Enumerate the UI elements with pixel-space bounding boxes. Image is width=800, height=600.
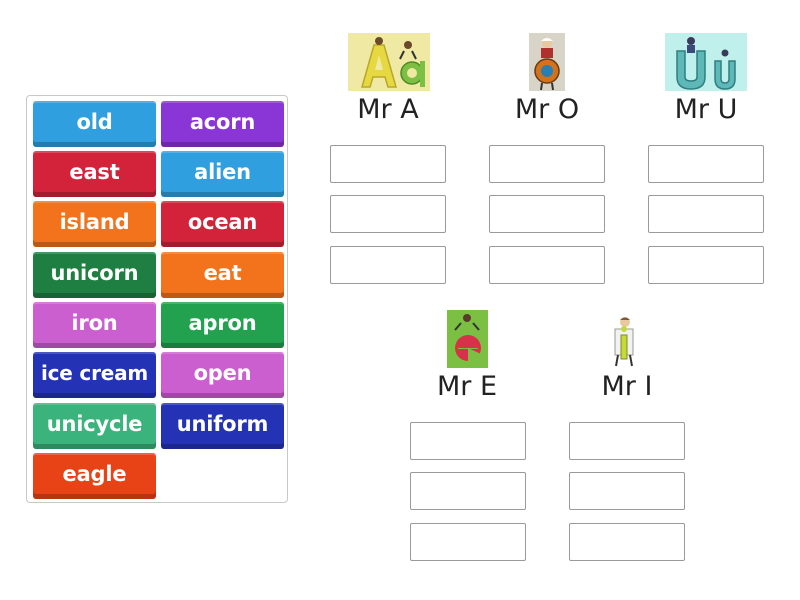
- word-tile-eagle[interactable]: eagle: [33, 453, 156, 499]
- drop-slot[interactable]: [569, 523, 685, 561]
- word-tile-island[interactable]: island: [33, 201, 156, 247]
- word-tile-unicorn[interactable]: unicorn: [33, 252, 156, 298]
- drop-slot[interactable]: [330, 246, 446, 284]
- drop-slot[interactable]: [410, 472, 526, 510]
- drop-slot[interactable]: [410, 422, 526, 460]
- word-tile-label: unicycle: [46, 412, 143, 436]
- category-title-mr-a: Mr A: [357, 94, 419, 125]
- word-tile-eat[interactable]: eat: [161, 252, 284, 298]
- letter-u-character-icon: [665, 33, 747, 91]
- word-tile-label: island: [59, 210, 130, 234]
- word-tile-iron[interactable]: iron: [33, 302, 156, 348]
- category-title-mr-i: Mr I: [601, 371, 653, 402]
- word-tile-label: unicorn: [50, 261, 139, 285]
- letter-a-character-icon: [348, 33, 430, 91]
- word-tile-label: eagle: [62, 462, 127, 486]
- word-tile-label: ocean: [187, 210, 258, 234]
- category-title-mr-e: Mr E: [436, 371, 498, 402]
- category-title-mr-u: Mr U: [674, 94, 738, 125]
- word-tile-ice-cream[interactable]: ice cream: [33, 352, 156, 398]
- word-tile-label: old: [76, 110, 113, 134]
- drop-slot[interactable]: [489, 246, 605, 284]
- drop-slot[interactable]: [410, 523, 526, 561]
- drop-slot[interactable]: [330, 195, 446, 233]
- letter-i-character-icon: [606, 315, 642, 367]
- drop-slot[interactable]: [569, 472, 685, 510]
- word-tile-label: eat: [203, 261, 242, 285]
- word-tile-old[interactable]: old: [33, 101, 156, 147]
- word-tile-label: acorn: [189, 110, 256, 134]
- word-tile-label: open: [193, 361, 252, 385]
- word-tile-label: east: [69, 160, 120, 184]
- drop-slot[interactable]: [648, 145, 764, 183]
- word-tile-label: uniform: [176, 412, 269, 436]
- word-tile-acorn[interactable]: acorn: [161, 101, 284, 147]
- word-tile-apron[interactable]: apron: [161, 302, 284, 348]
- word-tile-label: iron: [71, 311, 118, 335]
- drop-slot[interactable]: [648, 246, 764, 284]
- word-bank: old acorn east alien island ocean unicor…: [26, 95, 288, 503]
- letter-o-character-icon: [529, 33, 565, 91]
- drop-slot[interactable]: [489, 145, 605, 183]
- word-tile-ocean[interactable]: ocean: [161, 201, 284, 247]
- word-tile-open[interactable]: open: [161, 352, 284, 398]
- word-tile-east[interactable]: east: [33, 151, 156, 197]
- drop-slot[interactable]: [489, 195, 605, 233]
- category-title-mr-o: Mr O: [514, 94, 580, 125]
- drop-slot[interactable]: [648, 195, 764, 233]
- word-tile-unicycle[interactable]: unicycle: [33, 403, 156, 449]
- word-tile-label: apron: [188, 311, 257, 335]
- word-tile-label: ice cream: [40, 361, 149, 385]
- word-tile-alien[interactable]: alien: [161, 151, 284, 197]
- word-tile-label: alien: [194, 160, 251, 184]
- drop-slot[interactable]: [330, 145, 446, 183]
- drop-slot[interactable]: [569, 422, 685, 460]
- word-tile-uniform[interactable]: uniform: [161, 403, 284, 449]
- letter-e-character-icon: [447, 310, 488, 368]
